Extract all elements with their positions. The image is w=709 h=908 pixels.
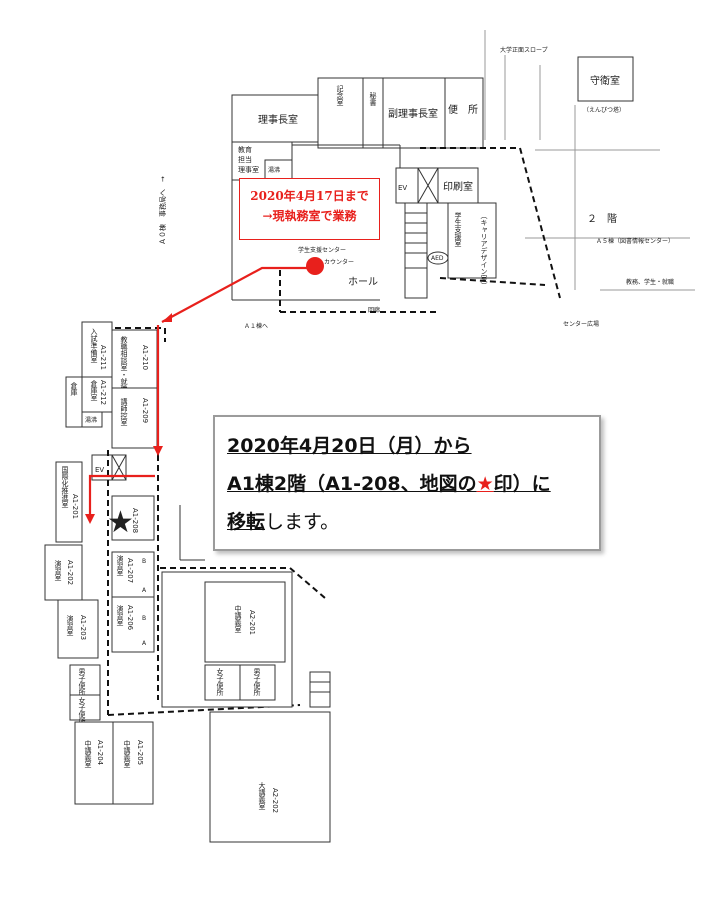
enpitsu-label: （えんぴつ塔） bbox=[583, 106, 625, 114]
a1-205-num: A1-205 bbox=[136, 740, 144, 765]
female-wc-a2: 女子便所 bbox=[216, 667, 224, 697]
a1-207a-label: A bbox=[142, 587, 147, 594]
yushi-label: 湯沸 bbox=[268, 166, 280, 174]
a1-207-num: A1-207 bbox=[126, 558, 134, 583]
svg-text:記念室: 記念室 bbox=[336, 84, 344, 106]
a1-210-num: A1-210 bbox=[141, 345, 149, 370]
notice-line-1: 2020年4月20日（月）から bbox=[227, 427, 587, 465]
a1-201-num: A1-201 bbox=[71, 494, 79, 519]
floor-label: ２ 階 bbox=[587, 213, 617, 225]
svg-text:担当: 担当 bbox=[238, 155, 252, 164]
a1-203-num: A1-203 bbox=[79, 615, 87, 640]
a2-202-name: 大講義室 bbox=[258, 781, 266, 810]
a1-206-name: 演習室 bbox=[116, 604, 124, 626]
a1-202-num: A1-202 bbox=[66, 560, 74, 585]
svg-text:女子便所: 女子便所 bbox=[78, 696, 86, 726]
a1-206a-label: A bbox=[142, 640, 147, 647]
a2-building: 中講義室 A2-201 女子便所 男子便所 大講義室 A2-202 bbox=[161, 505, 331, 843]
career-label: 教務、学生・就職 bbox=[626, 278, 674, 286]
corridor-label: 回廊 bbox=[368, 306, 380, 314]
a1-212-name: 倉庫室 bbox=[90, 379, 98, 401]
notice-move-rest: します。 bbox=[265, 511, 340, 533]
a1-206b-label: B bbox=[142, 615, 146, 622]
route-to-new-office: ★ bbox=[85, 257, 324, 540]
aed-label: AED bbox=[431, 255, 444, 262]
temporary-notice-line1: 2020年4月17日まで bbox=[250, 189, 369, 203]
svg-text:理事室: 理事室 bbox=[238, 165, 259, 174]
new-office-star-icon: ★ bbox=[107, 505, 134, 540]
print-room-label: 印刷室 bbox=[443, 180, 473, 193]
notice-move-word: 移転 bbox=[227, 511, 266, 533]
svg-text:秘書: 秘書 bbox=[369, 91, 377, 107]
admin-building: 理事長室 記念室 秘書 副理事長室 便 所 教育 担当 理事室 湯沸 EV 印刷… bbox=[158, 77, 599, 330]
career-design-label: （キャリアデザイン室） bbox=[480, 212, 488, 289]
walkways bbox=[115, 147, 561, 342]
a0-building-label: Ａ０棟 事務局へ → bbox=[158, 176, 167, 245]
svg-text:倉庫: 倉庫 bbox=[70, 381, 78, 397]
svg-text:教育: 教育 bbox=[238, 145, 252, 154]
slope-label: 大学正面スロープ bbox=[500, 46, 548, 54]
a5-building-label: Ａ５棟（図書情報センター） bbox=[596, 237, 674, 245]
hall-label: ホール bbox=[348, 276, 378, 288]
notice-location-pre: A1棟2階（A1-208、地図の bbox=[227, 473, 477, 495]
a1-203-name: 演習室 bbox=[66, 614, 74, 636]
a1-204-name: 中講義室 bbox=[84, 739, 92, 768]
guard-room-label: 守衛室 bbox=[590, 74, 620, 87]
relocation-notice: 2020年4月20日（月）から A1棟2階（A1-208、地図の★印）に 移転し… bbox=[213, 415, 601, 551]
fukurijicho-room-label: 副理事長室 bbox=[388, 107, 438, 120]
a2-201-num: A2-201 bbox=[248, 610, 256, 635]
counter-label: カウンター bbox=[324, 258, 354, 266]
a1-212-num: A1-212 bbox=[99, 380, 107, 405]
notice-date: 2020年4月20日（月）から bbox=[227, 435, 472, 457]
a1-209-num: A1-209 bbox=[141, 398, 149, 423]
student-center-label: 学生支援センター bbox=[298, 246, 346, 254]
notice-line-2: A1棟2階（A1-208、地図の★印）に bbox=[227, 465, 587, 503]
ev-admin-label: EV bbox=[398, 184, 407, 192]
a1-211-name: 入試準備室 bbox=[90, 328, 98, 363]
temporary-notice-box: 2020年4月17日まで →現執務室で業務 bbox=[239, 178, 380, 240]
ev-a1-label: EV bbox=[95, 466, 104, 474]
temporary-notice-line2: →現執務室で業務 bbox=[262, 209, 357, 223]
a1-211-num: A1-211 bbox=[99, 345, 107, 370]
to-a1-label: Ａ１棟へ bbox=[244, 322, 268, 330]
a1-207-name: 演習室 bbox=[116, 554, 124, 576]
a1-206-num: A1-206 bbox=[126, 605, 134, 631]
toilet-label: 便 所 bbox=[448, 103, 478, 116]
notice-line-3: 移転します。 bbox=[227, 503, 587, 541]
a1-208b-label: B bbox=[142, 558, 146, 565]
svg-text:湯沸: 湯沸 bbox=[85, 416, 97, 424]
svg-text:男子便所: 男子便所 bbox=[78, 668, 86, 697]
a1-building: 入試準備室 A1-211 倉庫室 A1-212 倉庫 湯沸 教職相談室・就職相談… bbox=[44, 321, 326, 805]
male-wc-a2: 男子便所 bbox=[253, 668, 261, 697]
guard-room bbox=[577, 56, 634, 102]
a1-201-name: 国際化推進室 bbox=[61, 466, 69, 508]
outdoor-area: 大学正面スロープ 守衛室 （えんぴつ塔） ２ 階 Ａ５棟（図書情報センター） 教… bbox=[484, 30, 695, 291]
a1-202-name: 演習室 bbox=[54, 559, 62, 581]
a1-208-num: A1-208 bbox=[131, 508, 139, 533]
center-plaza-label: センター広場 bbox=[563, 320, 599, 328]
a1-205-name: 中講義室 bbox=[123, 739, 131, 768]
a1-210-name: 教職相談室・就職相談室 bbox=[120, 335, 128, 413]
a1-204-num: A1-204 bbox=[96, 740, 104, 766]
a2-202-num: A2-202 bbox=[271, 788, 279, 813]
current-office-marker bbox=[306, 257, 324, 275]
a2-201-name: 中講義室 bbox=[234, 604, 242, 633]
notice-star-icon: ★ bbox=[476, 473, 494, 495]
svg-text:学生支援室: 学生支援室 bbox=[454, 211, 462, 247]
notice-location-post: 印）に bbox=[493, 473, 551, 495]
rijicho-room-label: 理事長室 bbox=[258, 113, 298, 126]
a1-209-name: 講師控室 bbox=[120, 397, 128, 426]
